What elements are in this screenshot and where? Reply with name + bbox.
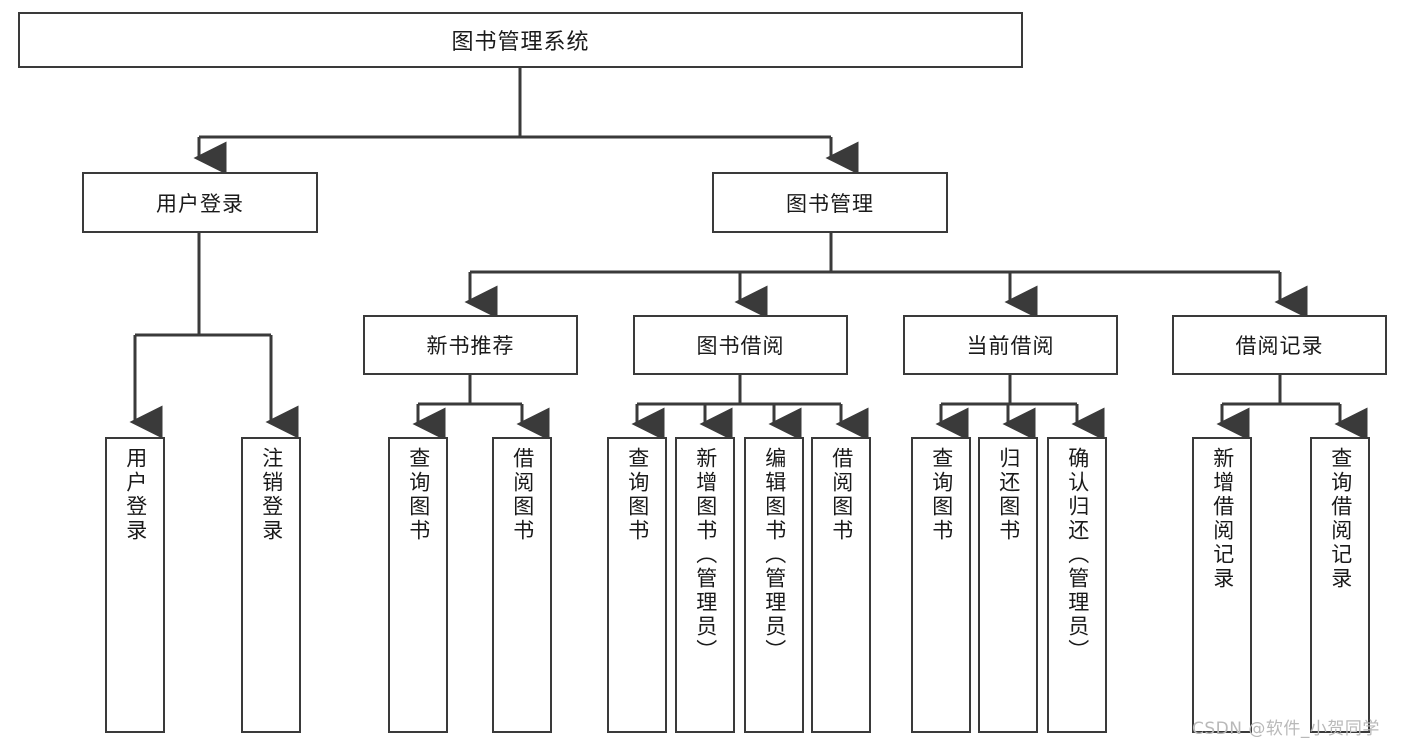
leaf-borrow-record-2[interactable]: 查询借阅记录	[1310, 437, 1370, 733]
leaf-label: 借阅图书	[829, 447, 854, 543]
leaf-label: 查询借阅记录	[1328, 447, 1353, 591]
node-current-borrow[interactable]: 当前借阅	[903, 315, 1118, 375]
leaf-current-borrow-1[interactable]: 查询图书	[911, 437, 971, 733]
leaf-label: 注销登录	[259, 447, 284, 543]
leaf-label: 确认归还（管理员）	[1065, 447, 1090, 663]
leaf-label: 用户登录	[123, 447, 148, 543]
leaf-label: 借阅图书	[510, 447, 535, 543]
node-user-login-label: 用户登录	[156, 191, 244, 216]
leaf-user-login-2[interactable]: 注销登录	[241, 437, 301, 733]
leaf-book-borrow-2[interactable]: 新增图书（管理员）	[675, 437, 735, 733]
leaf-current-borrow-3[interactable]: 确认归还（管理员）	[1047, 437, 1107, 733]
watermark-text: CSDN @软件_小贺同学	[1192, 719, 1380, 739]
leaf-new-book-2[interactable]: 借阅图书	[492, 437, 552, 733]
leaf-label: 新增图书（管理员）	[693, 447, 718, 663]
node-book-manage-label: 图书管理	[786, 191, 874, 216]
leaf-book-borrow-4[interactable]: 借阅图书	[811, 437, 871, 733]
node-borrow-record[interactable]: 借阅记录	[1172, 315, 1387, 375]
leaf-user-login-1[interactable]: 用户登录	[105, 437, 165, 733]
node-user-login[interactable]: 用户登录	[82, 172, 318, 233]
leaf-book-borrow-3[interactable]: 编辑图书（管理员）	[744, 437, 804, 733]
node-borrow-record-label: 借阅记录	[1235, 334, 1324, 358]
leaf-new-book-1[interactable]: 查询图书	[388, 437, 448, 733]
leaf-borrow-record-1[interactable]: 新增借阅记录	[1192, 437, 1252, 733]
leaf-label: 新增借阅记录	[1210, 447, 1235, 591]
leaf-label: 查询图书	[929, 447, 954, 543]
node-new-book-recommend-label: 新书推荐	[426, 334, 515, 358]
leaf-label: 查询图书	[625, 447, 650, 543]
leaf-current-borrow-2[interactable]: 归还图书	[978, 437, 1038, 733]
node-root-label: 图书管理系统	[451, 30, 590, 55]
leaf-label: 查询图书	[406, 447, 431, 543]
node-book-manage[interactable]: 图书管理	[712, 172, 948, 233]
node-book-borrow-label: 图书借阅	[696, 334, 785, 358]
node-book-borrow[interactable]: 图书借阅	[633, 315, 848, 375]
node-root[interactable]: 图书管理系统	[18, 12, 1023, 68]
leaf-label: 归还图书	[996, 447, 1021, 543]
node-current-borrow-label: 当前借阅	[966, 334, 1055, 358]
leaf-book-borrow-1[interactable]: 查询图书	[607, 437, 667, 733]
leaf-label: 编辑图书（管理员）	[762, 447, 787, 663]
node-new-book-recommend[interactable]: 新书推荐	[363, 315, 578, 375]
